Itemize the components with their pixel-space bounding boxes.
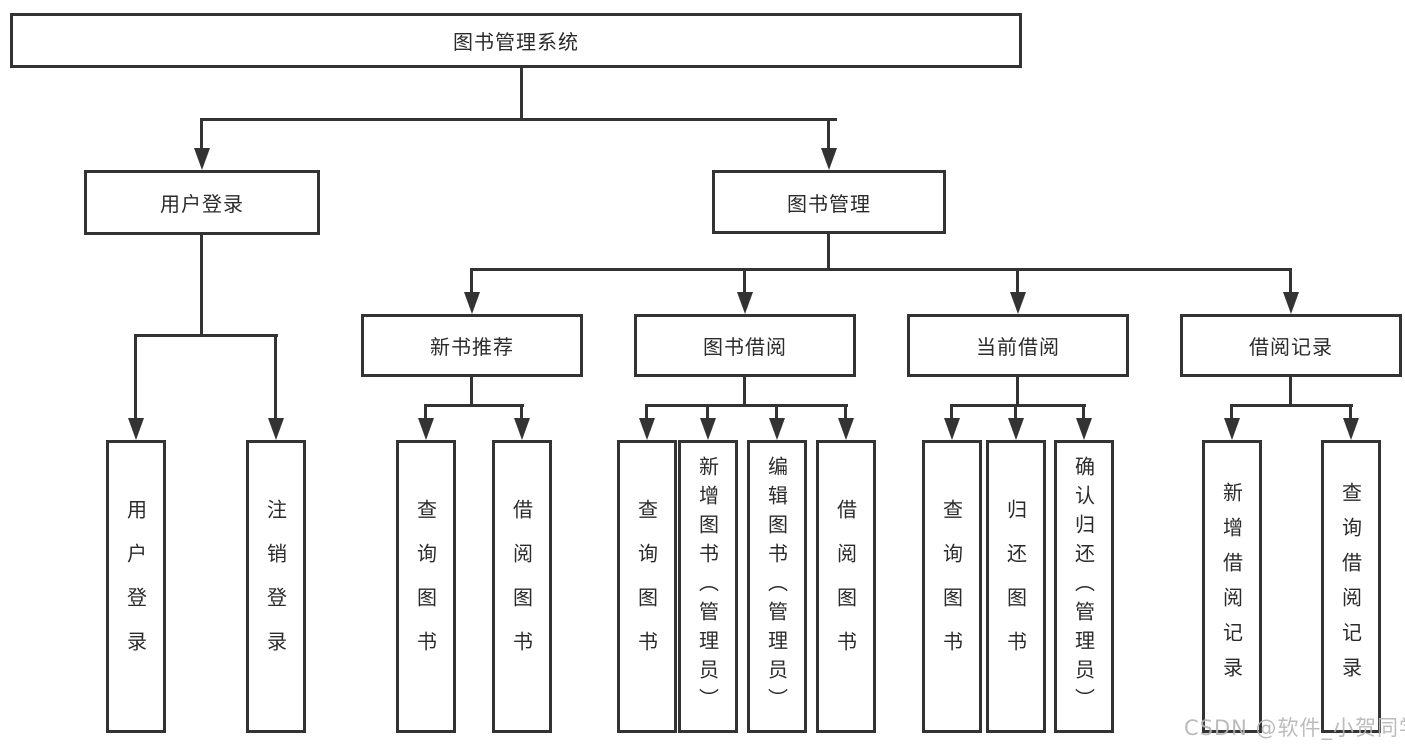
node-label: 图书管理 [787, 191, 871, 216]
arrow-borrowing-child-4 [838, 418, 854, 440]
leaf-label: 确认归还（管理员） [1071, 456, 1096, 717]
arrow-to-leaf-logout [268, 418, 284, 440]
node-book-management: 图书管理 [712, 170, 946, 234]
arrow-to-book-management [821, 148, 837, 170]
leaf-label: 归还图书 [1003, 498, 1028, 675]
node-label: 当前借阅 [976, 335, 1060, 359]
node-label: 图书管理系统 [453, 30, 579, 54]
connector-recommend-stem [470, 377, 473, 406]
leaf-logout: 注销登录 [246, 440, 306, 733]
arrow-to-new-book-recommend [464, 292, 480, 314]
connector-to-leaf-logout [274, 334, 277, 420]
leaf-user-login: 用户登录 [106, 440, 166, 733]
leaf-label: 注销登录 [263, 498, 288, 675]
connector-current-stem [1016, 377, 1019, 406]
connector-book-management-crossbar [471, 268, 1292, 271]
connector-to-user-login [200, 118, 203, 152]
node-new-book-recommend: 新书推荐 [361, 314, 583, 377]
arrow-current-child-1 [944, 418, 960, 440]
connector-borrowing-child-4 [844, 404, 847, 420]
connector-borrowing-child-2 [706, 404, 709, 420]
node-label: 用户登录 [160, 192, 244, 216]
leaf-return-books: 归还图书 [986, 440, 1046, 733]
connector-root-crossbar [201, 118, 837, 121]
arrow-borrowing-child-3 [769, 418, 785, 440]
leaf-label: 编辑图书（管理员） [764, 456, 789, 717]
arrow-records-child-2 [1343, 418, 1359, 440]
connector-records-crossbar [1231, 404, 1353, 407]
arrow-to-book-borrowing [737, 292, 753, 314]
node-root-library-management-system: 图书管理系统 [10, 13, 1022, 68]
leaf-query-books-recommend: 查询图书 [396, 440, 456, 733]
node-current-borrowing: 当前借阅 [907, 314, 1129, 377]
leaf-add-borrow-record: 新增借阅记录 [1202, 440, 1262, 733]
connector-records-child-1 [1230, 404, 1233, 420]
connector-book-management-stem [827, 234, 830, 270]
arrow-to-borrowing-records [1283, 292, 1299, 314]
node-label: 新书推荐 [430, 335, 514, 359]
node-label: 图书借阅 [703, 335, 787, 359]
arrow-records-child-1 [1224, 418, 1240, 440]
connector-recommend-child-1 [424, 404, 427, 420]
arrow-current-child-2 [1008, 418, 1024, 440]
connector-recommend-crossbar [425, 404, 524, 407]
connector-root-stem [520, 67, 523, 120]
arrow-current-child-3 [1076, 418, 1092, 440]
connector-borrowing-child-3 [775, 404, 778, 420]
leaf-label: 新增借阅记录 [1219, 481, 1244, 692]
connector-current-child-2 [1014, 404, 1017, 420]
leaf-query-books-borrowing: 查询图书 [617, 440, 677, 733]
arrow-to-current-borrowing [1010, 292, 1026, 314]
connector-current-child-1 [950, 404, 953, 420]
connector-records-child-2 [1349, 404, 1352, 420]
connector-recommend-child-2 [520, 404, 523, 420]
node-user-login: 用户登录 [84, 170, 320, 235]
leaf-label: 查询图书 [939, 498, 964, 675]
connector-user-login-stem [200, 235, 203, 336]
leaf-borrow-books-borrowing: 借阅图书 [816, 440, 876, 733]
arrow-to-leaf-user-login [128, 418, 144, 440]
leaf-label: 查询图书 [634, 498, 659, 675]
node-label: 借阅记录 [1249, 335, 1333, 359]
leaf-label: 查询借阅记录 [1338, 481, 1363, 692]
connector-current-child-3 [1082, 404, 1085, 420]
watermark: CSDN @软件_小贺同学 [1184, 716, 1405, 740]
connector-to-leaf-user-login [134, 334, 137, 420]
connector-current-crossbar [951, 404, 1086, 407]
leaf-query-books-current: 查询图书 [922, 440, 982, 733]
leaf-query-borrow-record: 查询借阅记录 [1321, 440, 1381, 733]
leaf-edit-books-admin: 编辑图书（管理员） [747, 440, 807, 733]
connector-to-book-management [827, 118, 830, 152]
arrow-borrowing-child-1 [639, 418, 655, 440]
node-borrowing-records: 借阅记录 [1180, 314, 1402, 377]
connector-records-stem [1289, 377, 1292, 406]
connector-to-book-borrowing [743, 268, 746, 294]
connector-borrowing-crossbar [646, 404, 848, 407]
arrow-recommend-child-2 [514, 418, 530, 440]
leaf-confirm-return-admin: 确认归还（管理员） [1054, 440, 1114, 733]
connector-to-borrowing-records [1289, 268, 1292, 294]
connector-user-login-crossbar [135, 334, 278, 337]
connector-to-current-borrowing [1016, 268, 1019, 294]
leaf-label: 查询图书 [413, 498, 438, 675]
arrow-to-user-login [194, 148, 210, 170]
leaf-label: 用户登录 [123, 498, 148, 675]
leaf-label: 借阅图书 [509, 498, 534, 675]
arrow-recommend-child-1 [418, 418, 434, 440]
node-book-borrowing: 图书借阅 [634, 314, 856, 377]
leaf-borrow-books-recommend: 借阅图书 [492, 440, 552, 733]
connector-borrowing-stem [743, 377, 746, 406]
leaf-label: 借阅图书 [833, 498, 858, 675]
leaf-label: 新增图书（管理员） [695, 456, 720, 717]
arrow-borrowing-child-2 [700, 418, 716, 440]
connector-to-new-book-recommend [470, 268, 473, 294]
leaf-add-books-admin: 新增图书（管理员） [678, 440, 738, 733]
connector-borrowing-child-1 [645, 404, 648, 420]
